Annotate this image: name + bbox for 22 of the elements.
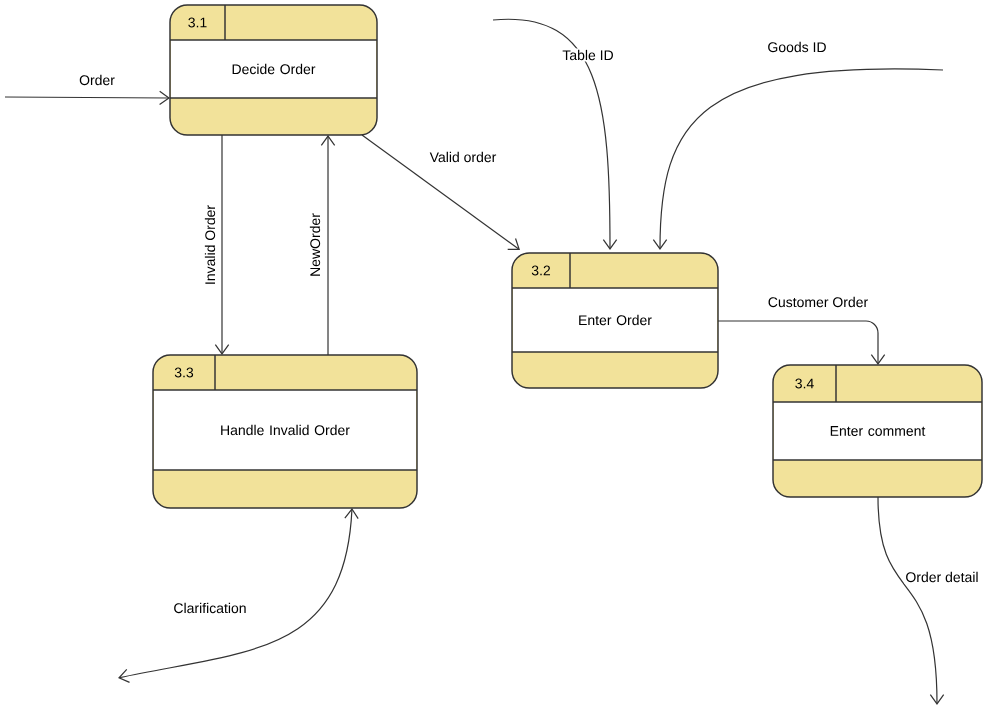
edge-label: Customer Order xyxy=(766,295,870,309)
edge-label: NewOrder xyxy=(308,211,322,279)
arrow xyxy=(214,134,230,355)
arrow xyxy=(717,320,886,365)
edge-label: Clarification xyxy=(172,601,248,615)
arrow xyxy=(492,18,618,250)
arrow xyxy=(4,90,170,106)
arrow xyxy=(361,134,520,250)
arrow xyxy=(877,496,945,705)
edge-label: Order xyxy=(77,73,117,87)
edge-label: Goods ID xyxy=(766,40,828,54)
edge-label: Valid order xyxy=(428,150,498,164)
process-box: 3.4 Enter comment xyxy=(772,364,983,498)
edge-label: Order detail xyxy=(904,570,980,584)
arrow xyxy=(118,508,359,683)
process-box: 3.3 Handle Invalid Order xyxy=(152,354,418,509)
edge-label: Invalid Order xyxy=(203,203,217,287)
arrow xyxy=(652,68,944,250)
arrow xyxy=(320,135,336,356)
process-box: 3.2 Enter Order xyxy=(511,252,719,389)
process-box: 3.1 Decide Order xyxy=(169,4,378,136)
edge-label: Table ID xyxy=(561,48,615,62)
